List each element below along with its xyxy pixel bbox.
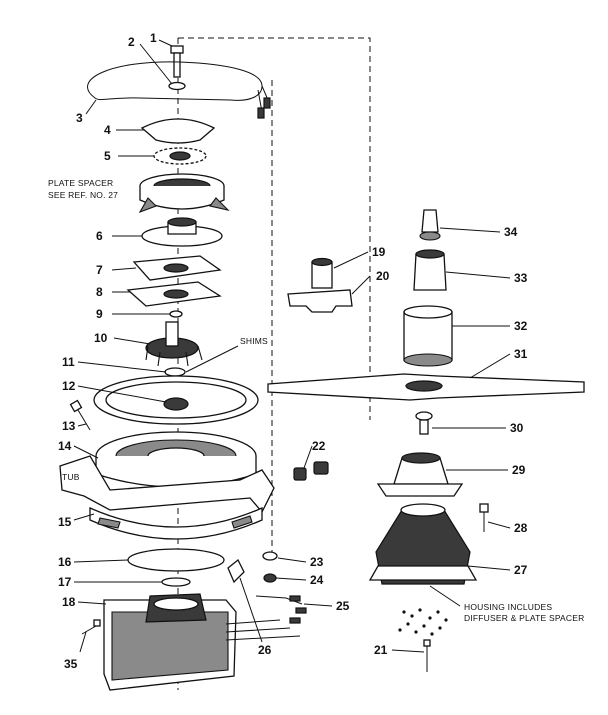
label-10: 10 [94,331,108,345]
part-number-labels: 1 2 3 4 5 6 7 8 9 10 11 12 13 14 15 16 1… [58,31,528,671]
part-19-collar [311,257,333,289]
label-15: 15 [58,515,72,529]
part-2-washer [168,81,186,91]
label-21: 21 [374,643,388,657]
label-32: 32 [514,319,528,333]
label-33: 33 [514,271,528,285]
label-19: 19 [372,245,386,259]
label-11: 11 [62,355,75,369]
part-28-screw [479,503,489,532]
part-18-motor [103,593,301,691]
label-24: 24 [310,573,324,587]
label-4: 4 [104,123,111,137]
part-16-disc [127,548,225,572]
tub-plate [59,455,275,514]
part-23-grommet [262,551,278,561]
label-5: 5 [104,149,111,163]
part-9-washer [169,310,183,318]
part-33-tube [413,249,447,291]
label-30: 30 [510,421,524,435]
part-3-heater [87,61,263,101]
note-plate-spacer-ref: SEE REF. NO. 27 [48,190,118,200]
label-6: 6 [96,229,103,243]
alignment-line [178,37,371,420]
label-26: 26 [258,643,272,657]
label-7: 7 [96,263,103,277]
part-24-nut [263,573,277,583]
part-22-clamp [293,461,329,481]
note-labels: PLATE SPACER SEE REF. NO. 27 SHIMS TUB H… [48,178,584,623]
label-9: 9 [96,307,103,321]
note-housing-contents: DIFFUSER & PLATE SPACER [464,613,584,623]
part-21-screw [423,639,431,672]
part-20-bracket [287,289,353,313]
label-16: 16 [58,555,72,569]
part-26-clip [227,558,245,584]
part-34-nozzle [419,209,441,241]
leader-lines [73,39,511,653]
label-27: 27 [514,563,528,577]
part-6-hub [141,217,223,247]
plate-spacer-housing [138,173,230,214]
part-10-impeller [145,321,203,367]
diffuser-pieces [398,608,448,636]
label-22: 22 [312,439,326,453]
label-23: 23 [310,555,324,569]
label-3: 3 [76,111,83,125]
part-35-screw [81,619,101,635]
part-17-coupling [161,577,191,587]
label-8: 8 [96,285,103,299]
note-plate-spacer: PLATE SPACER [48,178,113,188]
part-30-bearing [415,411,433,435]
part-27-housing [368,503,478,585]
label-28: 28 [514,521,528,535]
note-shims: SHIMS [240,336,268,346]
part-25-wiring [255,595,307,624]
note-housing: HOUSING INCLUDES [464,602,552,612]
label-12: 12 [62,379,76,393]
label-20: 20 [376,269,390,283]
label-17: 17 [58,575,72,589]
label-18: 18 [62,595,76,609]
part-1-bolt [170,45,184,78]
part-29-pump-cap [376,452,464,497]
note-tub: TUB [62,472,80,482]
part-11-shim [164,367,186,377]
part-15-lower-ring [89,507,263,540]
label-13: 13 [62,419,76,433]
part-13-screw [69,399,91,431]
label-25: 25 [336,599,350,613]
label-1: 1 [150,31,157,45]
part-4-cover [140,118,216,144]
label-29: 29 [512,463,526,477]
part-12-seal [93,375,259,425]
label-2: 2 [128,35,135,49]
label-14: 14 [58,439,72,453]
label-31: 31 [514,347,528,361]
label-35: 35 [64,657,78,671]
label-34: 34 [504,225,518,239]
part-14-pump-housing [95,431,257,488]
part-32-sleeve [403,305,453,367]
part-31-spray-arm [267,373,585,401]
